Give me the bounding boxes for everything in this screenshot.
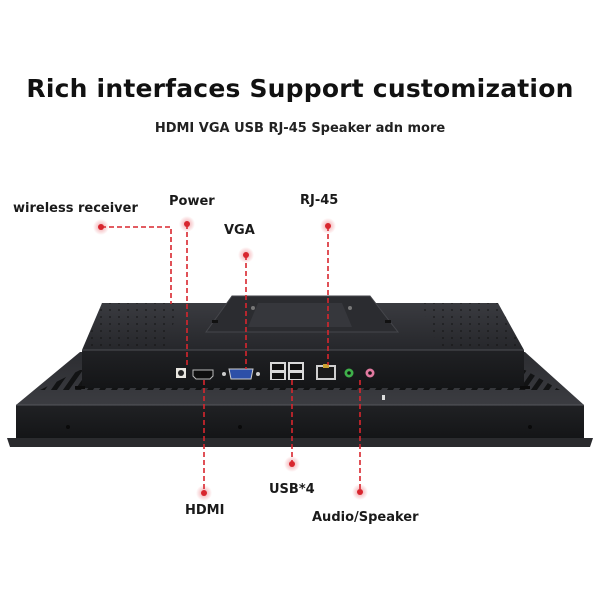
- callout-dot-usb: [284, 456, 300, 472]
- label-power: Power: [169, 194, 215, 209]
- label-usb: USB*4: [269, 482, 315, 497]
- vga-port: [222, 368, 260, 380]
- callout-dots: [93, 216, 368, 501]
- audio-in-port: [344, 368, 354, 378]
- screw-icon: [238, 425, 242, 429]
- screw-icon: [66, 425, 70, 429]
- label-vga: VGA: [224, 223, 255, 238]
- label-rj45: RJ-45: [300, 193, 339, 208]
- page-title: Rich interfaces Support customization: [26, 74, 574, 103]
- hdmi-port: [192, 369, 214, 380]
- rj45-port: [316, 364, 336, 380]
- callout-lines: [101, 224, 361, 493]
- vesa-mount-plate: [205, 295, 400, 333]
- label-wireless-receiver: wireless receiver: [13, 201, 138, 216]
- callout-dot-hdmi: [196, 485, 212, 501]
- callout-dot-vga: [238, 247, 254, 263]
- label-hdmi: HDMI: [185, 503, 225, 518]
- screw-icon: [528, 425, 532, 429]
- callout-dot-rj45: [320, 218, 336, 234]
- callout-dot-wireless: [93, 219, 109, 235]
- callout-dot-power: [179, 216, 195, 232]
- callout-dot-audio: [352, 484, 368, 500]
- page-subtitle: HDMI VGA USB RJ-45 Speaker adn more: [154, 121, 446, 136]
- label-audio-speaker: Audio/Speaker: [312, 510, 419, 525]
- dc-power-port: [176, 368, 186, 378]
- io-ports: [176, 362, 385, 400]
- back-enclosure: [75, 303, 530, 389]
- usb-ports: [270, 362, 304, 380]
- audio-out-port: [365, 368, 375, 378]
